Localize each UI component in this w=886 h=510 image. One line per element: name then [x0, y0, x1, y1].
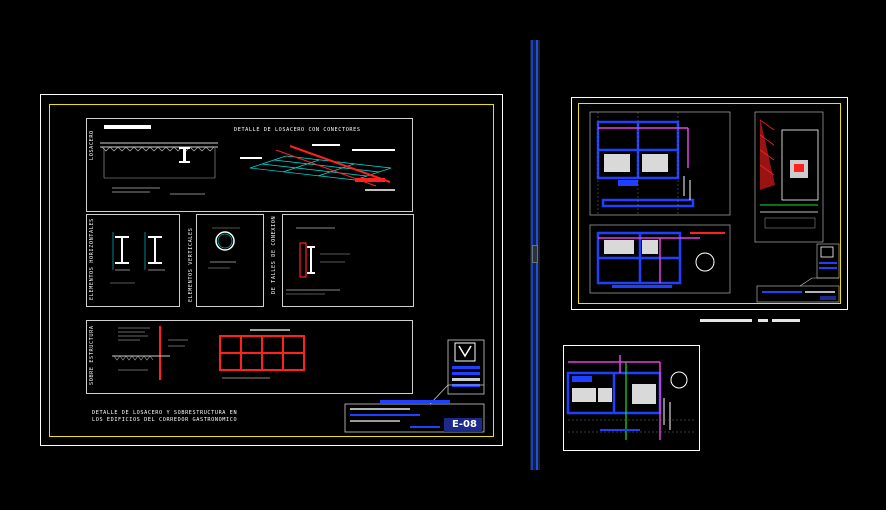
- horizontal-elements-panel[interactable]: [86, 214, 180, 307]
- right-top-inner-border: [578, 103, 841, 304]
- divider-grip-handle[interactable]: [532, 245, 538, 263]
- main-drawing-sheet[interactable]: [40, 94, 503, 446]
- vertical-elements-panel[interactable]: [196, 214, 264, 307]
- detail-connectors-title: DETALLE DE LOSACERO CON CONECTORES: [234, 127, 361, 133]
- viewport-divider[interactable]: [530, 40, 540, 470]
- sheet-caption-line-2: LOS EDIFICIOS DEL CORREDOR GASTRONOMICO: [92, 417, 238, 423]
- right-top-drawing-sheet[interactable]: [571, 97, 848, 310]
- sheet-number: E-08: [452, 419, 477, 430]
- connection-details-panel[interactable]: [282, 214, 414, 307]
- main-sheet-inner-border: [49, 104, 494, 437]
- sheet-caption-line-1: DETALLE DE LOSACERO Y SOBRESTRUCTURA EN: [92, 410, 238, 416]
- right-bottom-drawing-sheet[interactable]: [563, 345, 700, 451]
- losacero-panel[interactable]: [86, 118, 413, 212]
- overstructure-panel[interactable]: [86, 320, 413, 394]
